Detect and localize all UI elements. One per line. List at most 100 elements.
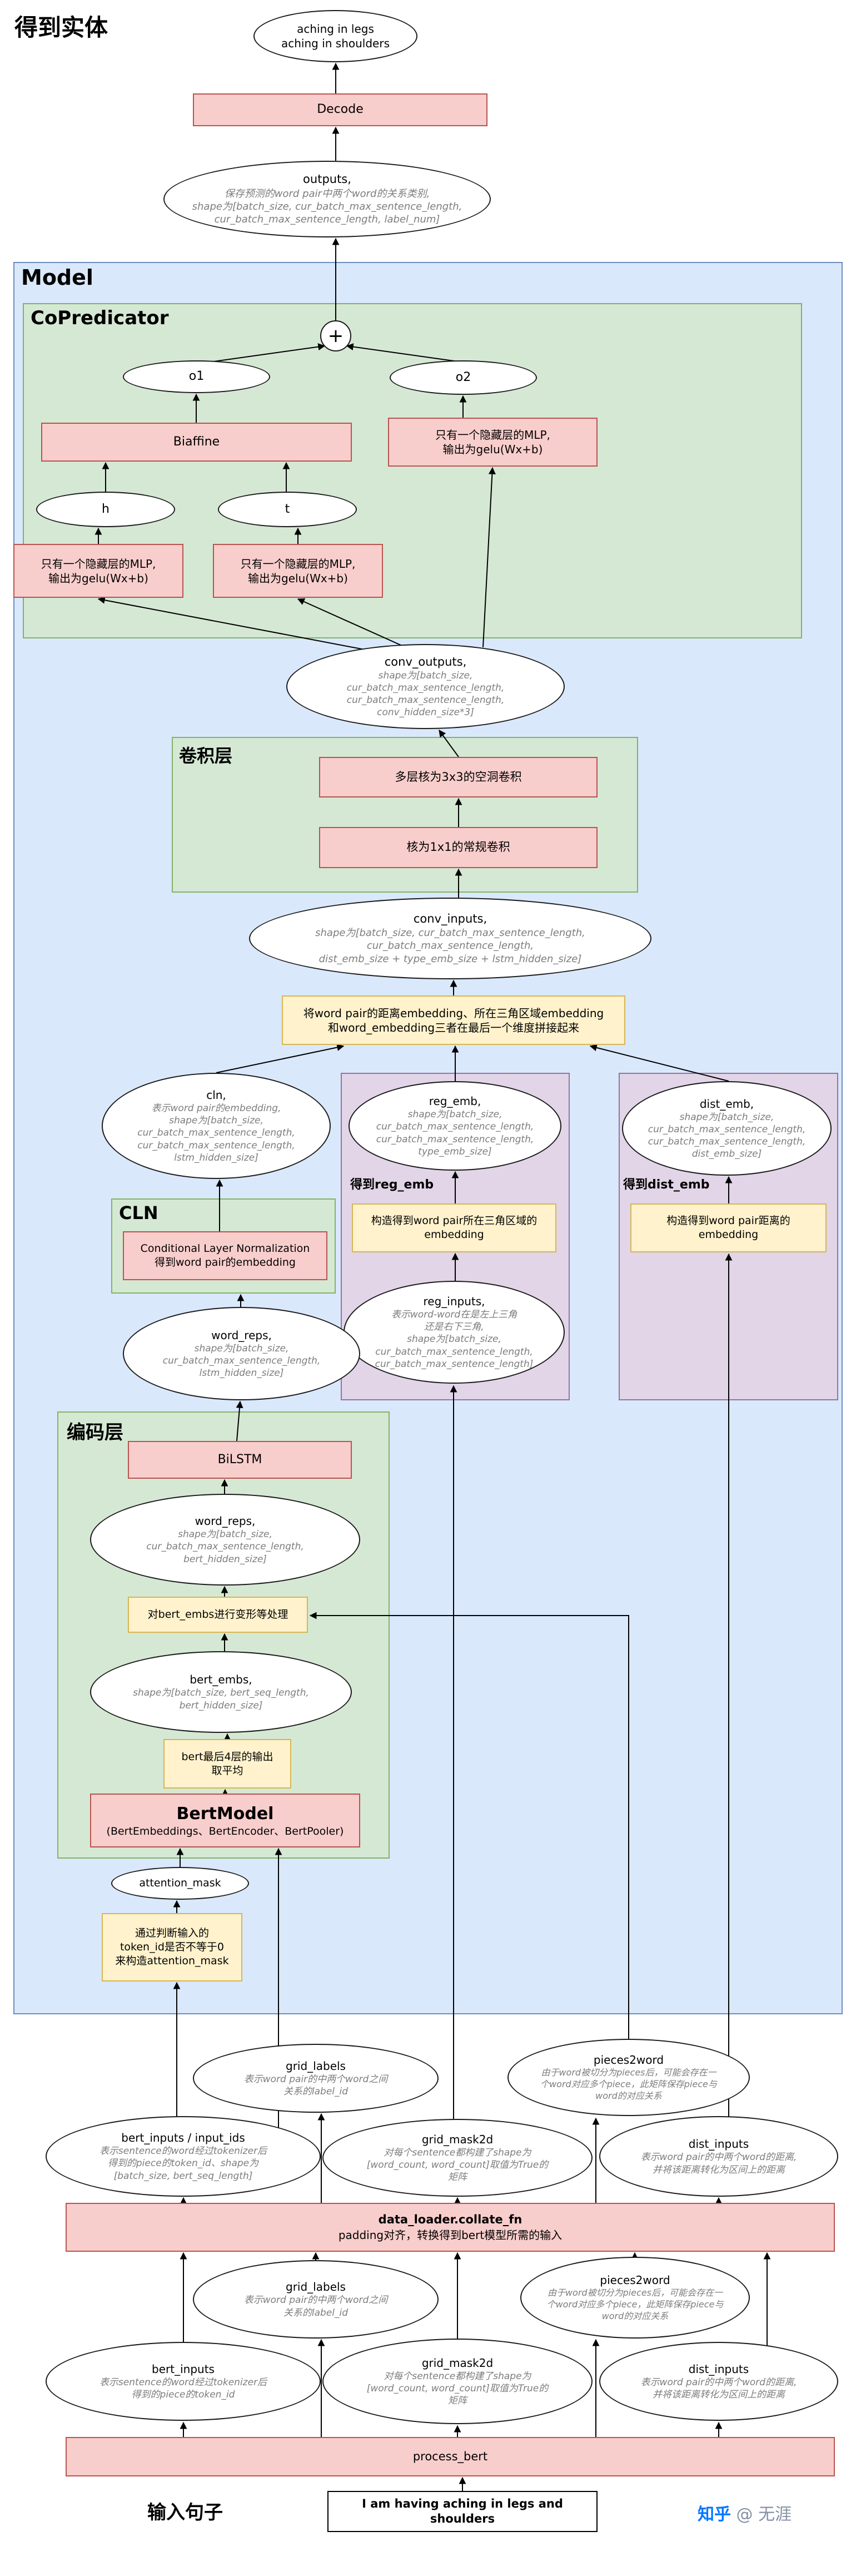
attention-mask-text: attention_mask <box>139 1877 221 1890</box>
grid-labels-mid-title: grid_labels <box>286 2059 346 2073</box>
page-title: 得到实体 <box>14 14 108 41</box>
decode-node: Decode <box>193 93 487 126</box>
encoder-label: 编码层 <box>67 1421 123 1444</box>
cln-box: Conditional Layer Normalization 得到word p… <box>123 1231 327 1280</box>
avg-note-text: bert最后4层的输出 取平均 <box>181 1750 273 1777</box>
bert-embs-node: bert_embs, shape为[batch_size, bert_seq_l… <box>90 1651 352 1733</box>
bert-model-desc: (BertEmbeddings、BertEncoder、BertPooler) <box>106 1825 344 1837</box>
conv-inputs-desc: shape为[batch_size, cur_batch_max_sentenc… <box>315 927 585 965</box>
cln-grid-node: cln, 表示word pair的embedding, shape为[batch… <box>102 1073 331 1179</box>
reg-emb-desc: shape为[batch_size, cur_batch_max_sentenc… <box>376 1109 534 1157</box>
process-bert-node: process_bert <box>66 2437 835 2476</box>
conv-outputs-desc: shape为[batch_size, cur_batch_max_sentenc… <box>346 670 505 719</box>
pieces2word-mid-title: pieces2word <box>593 2053 664 2067</box>
input-sentence-label: 输入句子 <box>147 2501 223 2524</box>
concat-note: 将word pair的距离embedding、所在三角区域embedding 和… <box>282 995 625 1045</box>
mask-note: 通过判断输入的 token_id是否不等于0 来构造attention_mask <box>102 1913 242 1981</box>
word-reps-lstm-desc: shape为[batch_size, cur_batch_max_sentenc… <box>162 1343 321 1379</box>
decode-text: Decode <box>317 102 364 117</box>
o1-node: o1 <box>123 360 270 393</box>
dist-emb-title: dist_emb, <box>699 1097 754 1111</box>
mask-note-text: 通过判断输入的 token_id是否不等于0 来构造attention_mask <box>115 1927 229 1967</box>
outputs-title: outputs, <box>303 172 351 186</box>
dilated-conv-node: 多层核为3x3的空洞卷积 <box>319 757 598 797</box>
dist-note-text: 构造得到word pair距离的 embedding <box>666 1215 790 1241</box>
plus-text: + <box>327 324 344 347</box>
conv-layer-label: 卷积层 <box>179 745 233 766</box>
word-reps-lstm-title: word_reps, <box>211 1328 272 1342</box>
o1-text: o1 <box>188 369 205 384</box>
grid-labels-bottom-node: grid_labels 表示word pair的中两个word之间 关系的lab… <box>193 2260 439 2339</box>
regular-conv-node: 核为1x1的常规卷积 <box>319 827 598 868</box>
grid-mask2d-mid-title: grid_mask2d <box>421 2132 494 2146</box>
grid-mask2d-bottom-desc: 对每个sentence都构建了shape为 [word_count, word_… <box>366 2370 549 2407</box>
word-reps-bert-node: word_reps, shape为[batch_size, cur_batch_… <box>90 1494 360 1586</box>
h-node: h <box>36 492 175 527</box>
t-text: t <box>285 502 290 516</box>
biaffine-text: Biaffine <box>173 434 220 449</box>
bert-model-title: BertModel <box>176 1804 274 1824</box>
grid-mask2d-bottom-node: grid_mask2d 对每个sentence都构建了shape为 [word_… <box>322 2339 593 2424</box>
mlp1-node: 只有一个隐藏层的MLP, 输出为gelu(Wx+b) <box>13 544 183 598</box>
watermark: 知乎 @ 无涯 <box>698 2500 792 2525</box>
dist-note: 构造得到word pair距离的 embedding <box>630 1203 827 1252</box>
grid-labels-bottom-title: grid_labels <box>286 2280 346 2294</box>
reg-note-text: 构造得到word pair所在三角区域的 embedding <box>371 1215 538 1241</box>
word-reps-lstm-node: word_reps, shape为[batch_size, cur_batch_… <box>123 1307 360 1400</box>
input-sentence-box: I am having aching in legs and shoulders <box>327 2491 598 2532</box>
dist-inputs-mid-node: dist_inputs 表示word pair的中两个word的距离, 并将该距… <box>599 2116 838 2197</box>
dist-emb-node: dist_emb, shape为[batch_size, cur_batch_m… <box>622 1081 832 1176</box>
dist-inputs-bottom-desc: 表示word pair的中两个word的距离, 并将该距离转化为区间上的距离 <box>640 2376 797 2400</box>
dist-inputs-bottom-node: dist_inputs 表示word pair的中两个word的距离, 并将该距… <box>599 2342 838 2421</box>
input-sentence-text: I am having aching in legs and shoulders <box>362 2496 563 2525</box>
grid-mask2d-mid-node: grid_mask2d 对每个sentence都构建了shape为 [word_… <box>322 2119 593 2197</box>
outputs-node: outputs, 保存预测的word pair中两个word的关系类别, sha… <box>163 161 491 237</box>
dist-inputs-bottom-title: dist_inputs <box>688 2362 749 2376</box>
grid-labels-mid-desc: 表示word pair的中两个word之间 关系的label_id <box>243 2073 388 2097</box>
copredicator-label: CoPredicator <box>31 307 169 329</box>
word-reps-bert-title: word_reps, <box>195 1514 256 1528</box>
grid-labels-mid-node: grid_labels 表示word pair的中两个word之间 关系的lab… <box>193 2044 439 2113</box>
reg-emb-node: reg_emb, shape为[batch_size, cur_batch_ma… <box>349 1081 561 1171</box>
t-node: t <box>218 492 357 527</box>
dist-inputs-mid-desc: 表示word pair的中两个word的距离, 并将该距离转化为区间上的距离 <box>640 2152 797 2176</box>
concat-note-text: 将word pair的距离embedding、所在三角区域embedding 和… <box>303 1006 604 1034</box>
dist-emb-label: 得到dist_emb <box>623 1178 710 1192</box>
plus-node: + <box>320 320 351 351</box>
o2-node: o2 <box>390 360 537 395</box>
reg-inputs-title: reg_inputs, <box>423 1295 485 1309</box>
collate-fn-node: data_loader.collate_fn padding对齐，转换得到ber… <box>66 2203 835 2252</box>
mlp2-node: 只有一个隐藏层的MLP, 输出为gelu(Wx+b) <box>213 544 383 598</box>
bert-model-node: BertModel (BertEmbeddings、BertEncoder、Be… <box>90 1794 360 1847</box>
reg-emb-label: 得到reg_emb <box>350 1178 434 1192</box>
result-text: aching in legs aching in shoulders <box>281 22 390 50</box>
conv-outputs-title: conv_outputs, <box>384 655 467 668</box>
reg-note: 构造得到word pair所在三角区域的 embedding <box>352 1203 556 1252</box>
attention-mask-node: attention_mask <box>111 1867 249 1900</box>
regular-conv-text: 核为1x1的常规卷积 <box>406 840 510 854</box>
dist-inputs-mid-title: dist_inputs <box>688 2137 749 2151</box>
mlp-right-node: 只有一个隐藏层的MLP, 输出为gelu(Wx+b) <box>388 418 598 467</box>
o2-text: o2 <box>455 370 471 384</box>
model-label: Model <box>21 265 93 290</box>
watermark-user: @ 无涯 <box>736 2505 792 2524</box>
mlp2-text: 只有一个隐藏层的MLP, 输出为gelu(Wx+b) <box>240 557 356 585</box>
reg-emb-title: reg_emb, <box>429 1094 481 1108</box>
pieces2word-bottom-node: pieces2word 由于word被切分为pieces后，可能会存在一 个wo… <box>520 2257 750 2339</box>
bert-inputs-mid-desc: 表示sentence的word经过tokenizer后 得到的piece的tok… <box>99 2146 267 2182</box>
collate-fn-title: data_loader.collate_fn <box>378 2213 522 2227</box>
outputs-desc: 保存预测的word pair中两个word的关系类别, shape为[batch… <box>192 187 462 226</box>
pieces2word-mid-desc: 由于word被切分为pieces后，可能会存在一 个word对应多个piece，… <box>540 2067 717 2101</box>
bert-inputs-bottom-desc: 表示sentence的word经过tokenizer后 得到的piece的tok… <box>99 2376 267 2400</box>
reshape-note-text: 对bert_embs进行变形等处理 <box>147 1608 288 1621</box>
word-reps-bert-desc: shape为[batch_size, cur_batch_max_sentenc… <box>146 1529 304 1565</box>
conv-inputs-node: conv_inputs, shape为[batch_size, cur_batc… <box>249 898 651 979</box>
mlp1-text: 只有一个隐藏层的MLP, 输出为gelu(Wx+b) <box>41 557 156 585</box>
process-bert-text: process_bert <box>412 2449 488 2463</box>
dist-emb-desc: shape为[batch_size, cur_batch_max_sentenc… <box>648 1111 806 1160</box>
pieces2word-bottom-desc: 由于word被切分为pieces后，可能会存在一 个word对应多个piece，… <box>546 2287 724 2321</box>
cln-box-text: Conditional Layer Normalization 得到word p… <box>140 1242 310 1269</box>
bert-inputs-mid-title: bert_inputs / input_ids <box>121 2131 245 2145</box>
conv-outputs-node: conv_outputs, shape为[batch_size, cur_bat… <box>286 644 565 729</box>
